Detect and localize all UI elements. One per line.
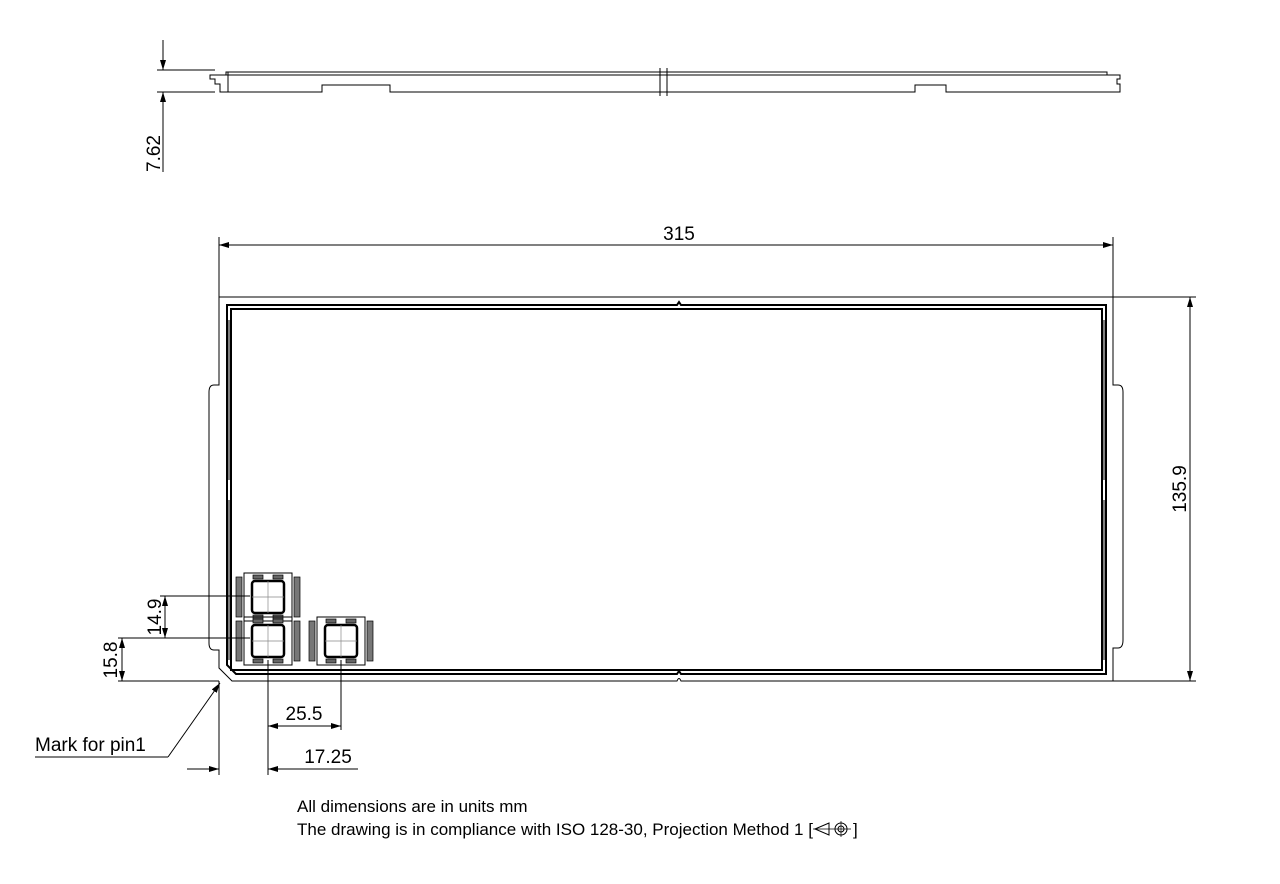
- pocket-side-rib: [235, 620, 243, 662]
- pocket-rib: [272, 574, 284, 580]
- compliance-text: The drawing is in compliance with ISO 12…: [297, 820, 813, 839]
- dim-height-label: 7.62: [144, 135, 165, 172]
- compliance-end: ]: [852, 820, 858, 839]
- pocket-rib: [325, 618, 337, 624]
- dim-pitch-x: 25.5 17.25: [187, 660, 358, 775]
- pocket-rib: [252, 574, 264, 580]
- dim-pitch-x-label: 25.5: [286, 704, 323, 725]
- pocket-side-rib: [308, 620, 316, 662]
- dim-offset-x-label: 17.25: [304, 747, 352, 768]
- dim-depth-label: 135.9: [1170, 465, 1191, 513]
- pocket-rib: [272, 658, 284, 664]
- pocket-side-rib: [366, 620, 374, 662]
- tray-top-view: [208, 296, 1124, 682]
- dim-pitch-y-label: 14.9: [145, 599, 166, 636]
- pocket-side-rib: [293, 576, 301, 618]
- pocket-rib: [345, 618, 357, 624]
- pocket-rib: [272, 618, 284, 624]
- pocket-side-rib: [235, 576, 243, 618]
- pocket-frame: [243, 572, 293, 622]
- pocket-rib: [252, 618, 264, 624]
- pocket-rib: [252, 658, 264, 664]
- compliance-note: The drawing is in compliance with ISO 12…: [297, 820, 858, 840]
- dim-width-label: 315: [663, 224, 695, 245]
- pockets: [235, 572, 374, 666]
- pocket-rib: [345, 658, 357, 664]
- dim-width: 315: [218, 224, 1114, 297]
- dim-offset-y-label: 15.8: [101, 642, 122, 679]
- dim-pitch-y: 14.9 15.8: [101, 595, 250, 682]
- pocket-rib: [325, 658, 337, 664]
- dim-depth: 135.9: [1113, 296, 1196, 682]
- side-view: 7.62: [144, 40, 1121, 172]
- first-angle-projection-icon: [812, 821, 851, 837]
- pin1-leader: Mark for pin1: [35, 682, 221, 758]
- units-note: All dimensions are in units mm: [297, 797, 528, 816]
- pocket-side-rib: [293, 620, 301, 662]
- pin1-label: Mark for pin1: [35, 735, 146, 756]
